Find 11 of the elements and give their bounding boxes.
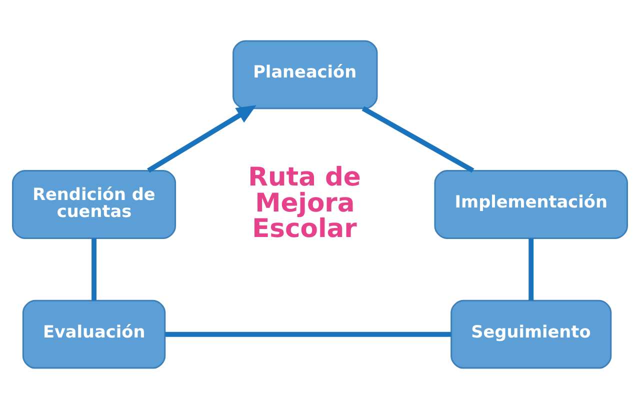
connector bbox=[528, 238, 534, 300]
connector bbox=[165, 331, 452, 336]
label: Ruta de Mejora Escolar bbox=[248, 162, 361, 244]
arrow bbox=[147, 104, 256, 172]
node-box: Implementación bbox=[434, 170, 628, 238]
node-box: Seguimiento bbox=[450, 299, 612, 368]
node-box: Rendición de cuentas bbox=[12, 170, 176, 238]
connector bbox=[362, 106, 474, 172]
node-box: Evaluación bbox=[22, 299, 166, 368]
node-box: Planeación bbox=[232, 40, 378, 109]
connector bbox=[92, 238, 96, 300]
